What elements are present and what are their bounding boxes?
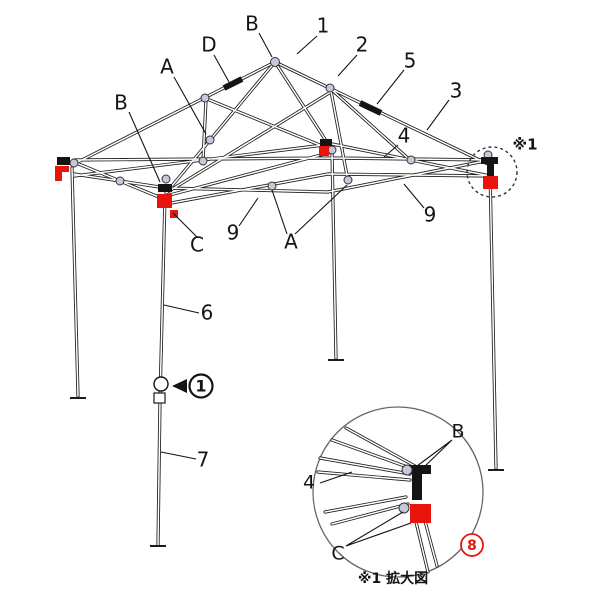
red-part-backleft-b xyxy=(55,172,62,181)
corner-brackets xyxy=(57,139,498,192)
label-ref-marker: ※1 xyxy=(512,136,537,154)
joint-peak xyxy=(270,57,280,67)
label-3: 3 xyxy=(450,79,463,103)
red-part-backleft-a xyxy=(55,166,69,172)
label-5: 5 xyxy=(404,49,417,73)
detail-label-8: 8 xyxy=(467,538,477,554)
label-b-left: B xyxy=(114,91,128,115)
joint-rafter-right xyxy=(325,83,335,93)
detail-label-4: 4 xyxy=(303,472,315,494)
strap-band-left xyxy=(222,76,244,91)
joint-rafter-left xyxy=(200,93,210,103)
bracket-backright xyxy=(320,139,332,146)
bracket-frontleft xyxy=(158,184,172,192)
red-part-backright xyxy=(319,146,329,156)
label-6: 6 xyxy=(201,301,214,325)
frame-joints xyxy=(69,57,493,191)
detail-bracket-top xyxy=(405,465,431,474)
detail-label-c: C xyxy=(331,543,344,565)
joint-eave-front-1 xyxy=(267,181,277,191)
red-part-frontright xyxy=(483,176,498,189)
bracket-frontright-top xyxy=(481,157,498,164)
detail-part8-circle xyxy=(460,533,484,557)
joint-eave-right xyxy=(406,155,416,165)
callout-arrow-icon xyxy=(172,379,187,393)
label-circled-1: 1 xyxy=(195,377,206,396)
detail-label-b: B xyxy=(451,421,464,443)
leg-feet xyxy=(70,359,504,547)
leg-button-ring xyxy=(153,376,169,392)
joint-corner-frontleft xyxy=(161,174,171,184)
label-a-mid: A xyxy=(284,230,298,254)
label-c: C xyxy=(190,233,204,257)
bracket-frontright-stem xyxy=(487,164,494,177)
label-4: 4 xyxy=(398,124,411,148)
label-9-left: 9 xyxy=(227,221,240,245)
label-1: 1 xyxy=(317,14,330,38)
label-a-top: A xyxy=(160,55,174,79)
ref-dotted-circle xyxy=(466,146,518,198)
detail-caption: ※1 拡大図 xyxy=(358,570,428,587)
detail-joint-lower xyxy=(398,502,410,514)
part-labels: B 1 D 2 5 A 3 B 4 ※1 C 9 A 9 6 7 xyxy=(114,12,537,472)
joint-eave-back xyxy=(198,156,208,166)
detail-view: B 4 C 8 ※1 拡大図 xyxy=(303,406,484,587)
leg-slider-collar xyxy=(153,392,166,404)
joint-eave-left xyxy=(115,176,125,186)
bracket-backleft xyxy=(57,157,70,165)
detail-bracket-stem xyxy=(412,474,422,500)
label-7: 7 xyxy=(197,448,210,472)
detail-tubes-core xyxy=(317,427,438,573)
joint-corner-backleft xyxy=(69,158,79,168)
detail-joint-upper xyxy=(401,464,413,476)
joint-corner-backright xyxy=(327,145,337,155)
callout-circle xyxy=(188,373,214,399)
label-b-top: B xyxy=(245,12,259,36)
red-part-frontleft xyxy=(157,194,172,208)
joint-eave-front-2 xyxy=(343,175,353,185)
label-2: 2 xyxy=(356,33,369,57)
label-d: D xyxy=(201,33,216,57)
joint-rafter-frontleft xyxy=(205,135,215,145)
detail-leader-lines xyxy=(319,439,453,547)
label-9-right: 9 xyxy=(424,203,437,227)
strap-band-right xyxy=(358,100,383,116)
leg-button-callout: 1 xyxy=(153,373,214,399)
leader-lines xyxy=(128,32,450,460)
detail-red-part xyxy=(410,504,431,523)
